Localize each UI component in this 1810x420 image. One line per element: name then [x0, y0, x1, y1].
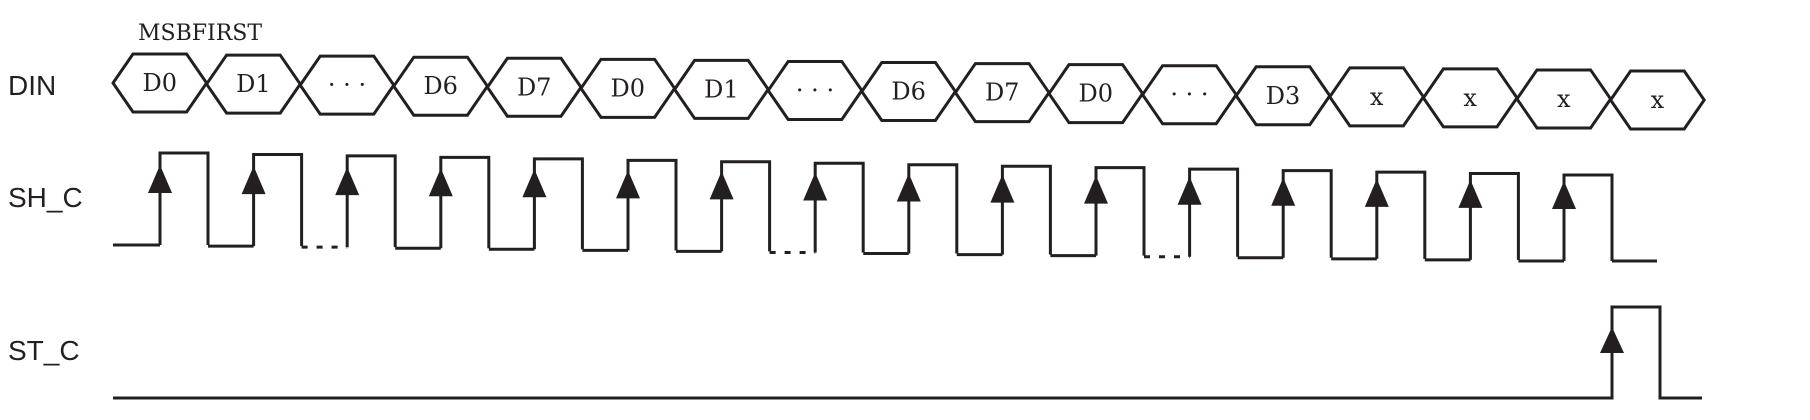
din-bit-label: · · · [796, 76, 834, 104]
sh-c-high-segment [1375, 170, 1427, 259]
sh-c-clock-pulse [1424, 172, 1520, 262]
sh-c-clock-pulse [1518, 173, 1614, 263]
din-bit-cell: D0 [579, 57, 677, 119]
st-c-latch-pulse [113, 305, 1702, 400]
rising-edge-arrow-icon [803, 172, 828, 201]
din-bit-cell: D6 [859, 61, 958, 122]
sh-c-high-segment [345, 154, 397, 248]
sh-c-high-segment [907, 163, 959, 254]
sh-c-high-segment [1468, 172, 1520, 260]
din-bit-label: x [1651, 86, 1665, 114]
sh-c-clock-pulse [1237, 169, 1333, 260]
rising-edge-arrow-icon [148, 165, 172, 193]
din-bit-label: D7 [517, 73, 552, 101]
din-bit-cell: D3 [1234, 65, 1332, 127]
rising-edge-arrow-icon [335, 167, 360, 196]
sh-c-high-segment [813, 161, 865, 253]
din-bit-cell: x [1515, 68, 1613, 130]
din-bit-cell: x [1327, 66, 1426, 128]
din-bit-label: x [1370, 83, 1384, 111]
sh-c-high-segment [1281, 169, 1333, 258]
sh-c-high-segment [158, 151, 210, 245]
sh-c-high-segment [252, 152, 304, 247]
sh-c-clock-pulse [863, 163, 959, 256]
rising-edge-arrow-icon [1600, 327, 1624, 353]
sh-c-high-segment [1562, 173, 1614, 261]
rising-edge-arrow-icon [1271, 177, 1296, 206]
din-bit-label: · · · [1170, 81, 1208, 109]
din-bit-label: D7 [985, 79, 1020, 107]
rising-edge-arrow-icon [1458, 179, 1483, 208]
din-bit-label: D0 [143, 69, 178, 97]
sh-c-high-segment [532, 157, 584, 250]
st-c-signal-label: ST_C [8, 335, 80, 366]
sh-c-high-segment [439, 155, 491, 249]
rising-edge-arrow-icon [709, 171, 734, 200]
rising-edge-arrow-icon [1552, 181, 1576, 209]
rising-edge-arrow-icon [522, 169, 547, 198]
sh-c-clock-pulse [1050, 166, 1146, 258]
din-bit-cell: · · · [298, 54, 396, 116]
sh-c-clock-pulse [1331, 170, 1427, 261]
sh-c-high-segment [626, 158, 678, 251]
din-bit-hexagon [1608, 69, 1707, 131]
din-bit-cell: D1 [672, 58, 771, 120]
sh-c-signal-label: SH_C [8, 182, 83, 213]
rising-edge-arrow-icon [1177, 176, 1202, 205]
din-bit-label: · · · [328, 71, 366, 99]
sh-c-clock-pulse [1144, 167, 1240, 259]
din-bit-cell: D0 [1047, 63, 1145, 125]
sh-c-clock-pulse [676, 160, 772, 253]
sh-c-high-segment [1188, 167, 1240, 257]
sh-c-clock-pulse [769, 161, 865, 254]
din-bit-label: x [1557, 85, 1571, 113]
msb-first-label: MSBFIRST [138, 21, 262, 46]
sh-c-clock-pulse [301, 154, 397, 249]
din-bit-label: D3 [1266, 82, 1301, 110]
sh-c-clock-pulse [956, 164, 1052, 257]
rising-edge-arrow-icon [1084, 175, 1108, 204]
rising-edge-arrow-icon [990, 174, 1015, 203]
rising-edge-arrow-icon [428, 168, 453, 197]
din-bit-label: D0 [1079, 80, 1114, 108]
din-bit-cell: x [1608, 69, 1707, 131]
din-bit-label: D1 [704, 75, 739, 103]
rising-edge-arrow-icon [1364, 178, 1389, 207]
sh-c-high-segment [1094, 166, 1146, 256]
din-bit-label: D1 [236, 70, 271, 98]
sh-c-clock-pulse [208, 152, 304, 248]
sh-c-clock-row [113, 151, 1657, 263]
din-bit-cell: D0 [111, 52, 209, 114]
sh-c-high-segment [720, 160, 772, 252]
din-bit-label: x [1463, 84, 1477, 112]
st-c-latch-row [113, 305, 1702, 400]
rising-edge-arrow-icon [896, 173, 921, 202]
din-bit-label: D6 [423, 72, 458, 100]
sh-c-clock-pulse [113, 151, 210, 247]
din-data-row: D0 D1 · · · D6 D7 D0 D1 · · · D6 D7 D0 · · · D3 x x x x [111, 52, 1707, 131]
rising-edge-arrow-icon [241, 166, 266, 195]
sh-c-clock-pulse [582, 158, 678, 252]
sh-c-clock-pulse [395, 155, 491, 250]
din-bit-label: D0 [611, 74, 646, 102]
din-bit-cell: D1 [204, 53, 303, 115]
din-bit-cell: D6 [391, 55, 490, 117]
sh-c-clock-pulse [488, 157, 584, 251]
rising-edge-arrow-icon [616, 170, 640, 199]
din-bit-cell: · · · [1140, 64, 1239, 126]
din-signal-label: DIN [8, 70, 56, 101]
din-bit-label: D6 [891, 78, 926, 106]
din-bit-cell: D7 [485, 56, 583, 118]
signal-labels: DIN SH_C ST_C [8, 70, 83, 366]
sh-c-high-segment [1000, 164, 1052, 255]
din-bit-cell: · · · [766, 59, 864, 121]
din-bit-cell: x [1421, 67, 1519, 129]
din-bit-cell: D7 [953, 62, 1051, 124]
